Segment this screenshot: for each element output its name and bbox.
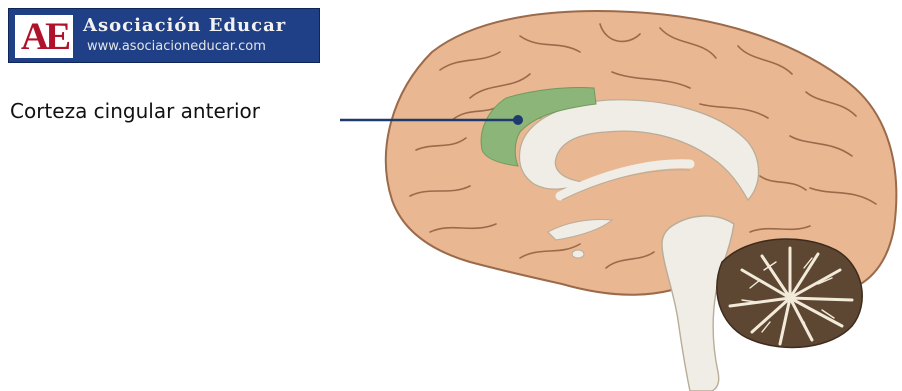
cerebellum (717, 239, 862, 348)
mammillary-body (572, 250, 584, 258)
leader-line-dot (513, 115, 523, 125)
